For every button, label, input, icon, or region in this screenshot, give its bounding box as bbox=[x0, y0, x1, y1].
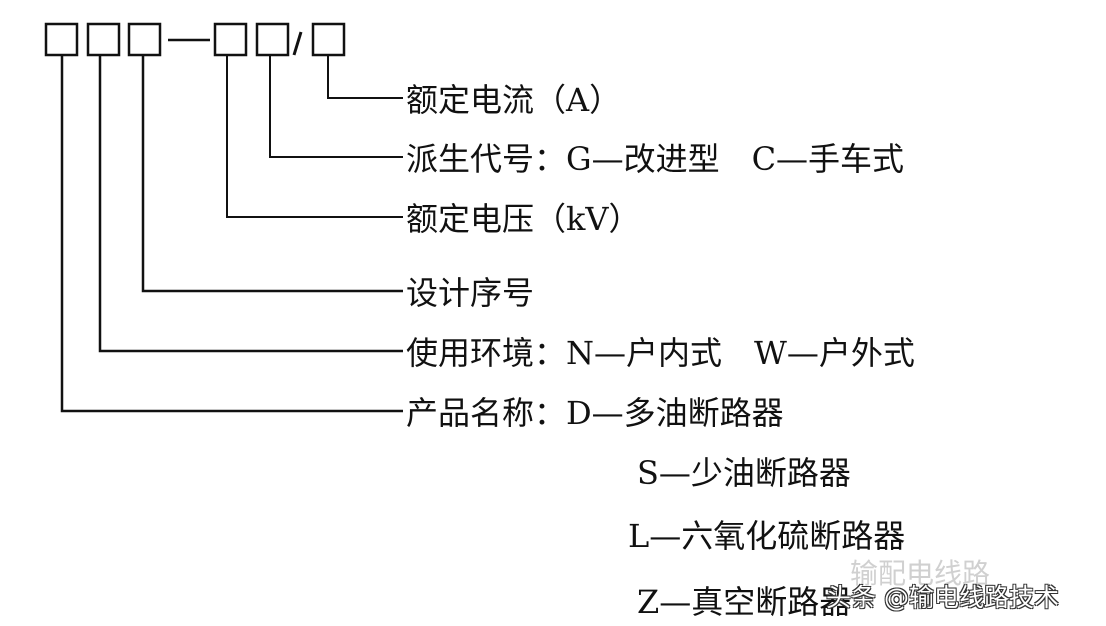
label-design-number: 设计序号 bbox=[406, 274, 535, 312]
code-box-5 bbox=[255, 22, 290, 57]
leader-rated-voltage bbox=[226, 55, 403, 218]
leader-rated-current bbox=[327, 55, 403, 99]
label-product-s: S—少油断路器 bbox=[637, 454, 851, 492]
label-product-name: 产品名称：D—多油断路器 bbox=[406, 394, 784, 432]
label-product-z: Z—真空断路器 bbox=[637, 583, 852, 621]
label-environment: 使用环境：N—户内式 W—户外式 bbox=[406, 334, 915, 372]
leader-environment bbox=[98, 55, 403, 353]
watermark-overlay: 头条 @输电线路技术 bbox=[826, 583, 1059, 612]
leader-derived-code bbox=[269, 55, 403, 158]
code-box-6 bbox=[311, 22, 346, 57]
code-slash bbox=[292, 31, 303, 56]
leader-product-name bbox=[60, 55, 403, 413]
code-box-3 bbox=[127, 22, 162, 57]
label-derived-code: 派生代号：G—改进型 C—手车式 bbox=[406, 140, 905, 178]
leader-design-number bbox=[141, 55, 403, 293]
label-rated-voltage: 额定电压（kV） bbox=[406, 200, 641, 238]
code-box-4 bbox=[213, 22, 248, 57]
label-rated-current: 额定电流（A） bbox=[406, 81, 622, 119]
label-product-l: L—六氧化硫断路器 bbox=[628, 517, 906, 555]
watermark-faint: 输配电线路 bbox=[850, 557, 991, 590]
code-box-2 bbox=[86, 22, 121, 57]
code-box-1 bbox=[44, 22, 79, 57]
